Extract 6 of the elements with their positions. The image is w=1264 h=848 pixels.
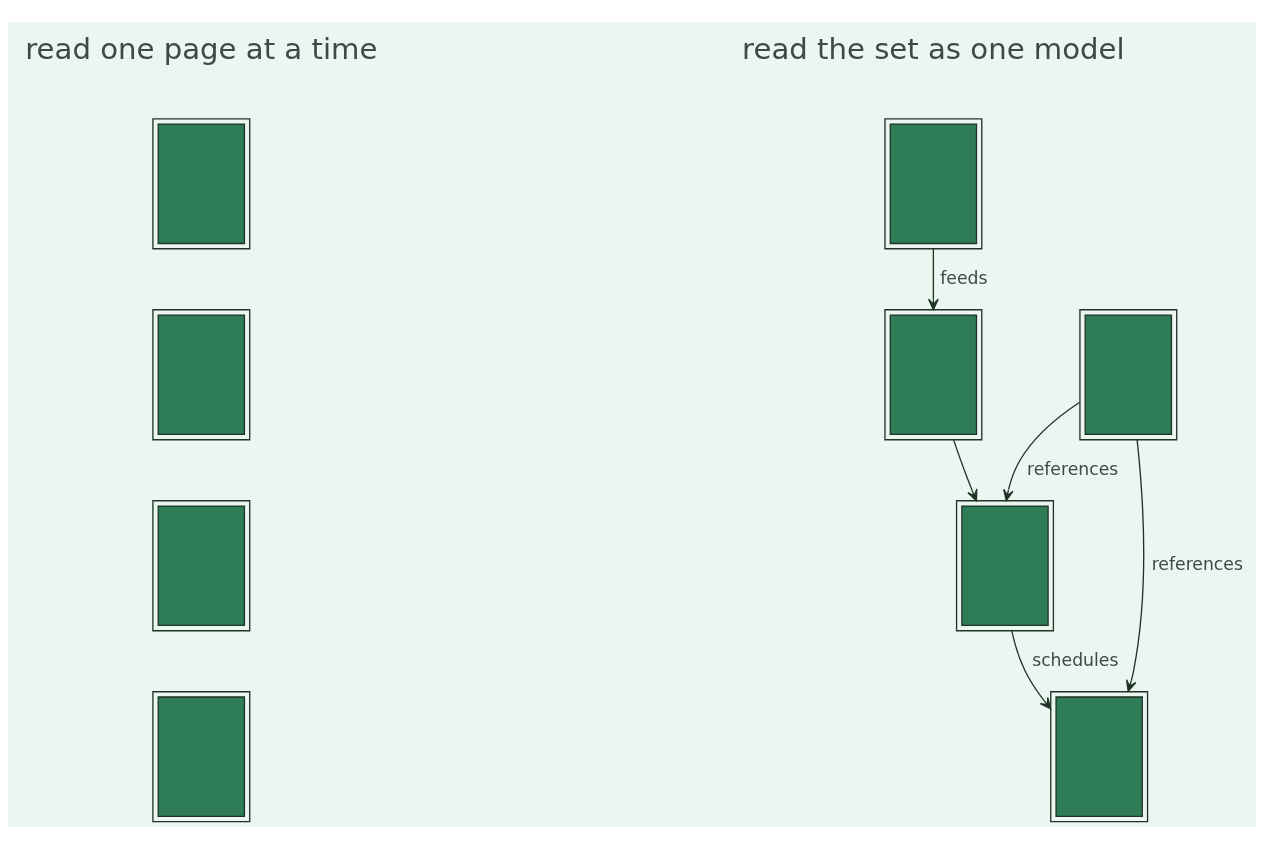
edge-label: references: [1026, 458, 1119, 479]
edge-label: schedules: [1032, 649, 1119, 670]
edge-label: feeds: [940, 267, 988, 288]
edge-label: references: [1151, 553, 1243, 574]
label: read the set as one model: [742, 31, 1125, 66]
label: read one page at a time: [25, 31, 378, 66]
